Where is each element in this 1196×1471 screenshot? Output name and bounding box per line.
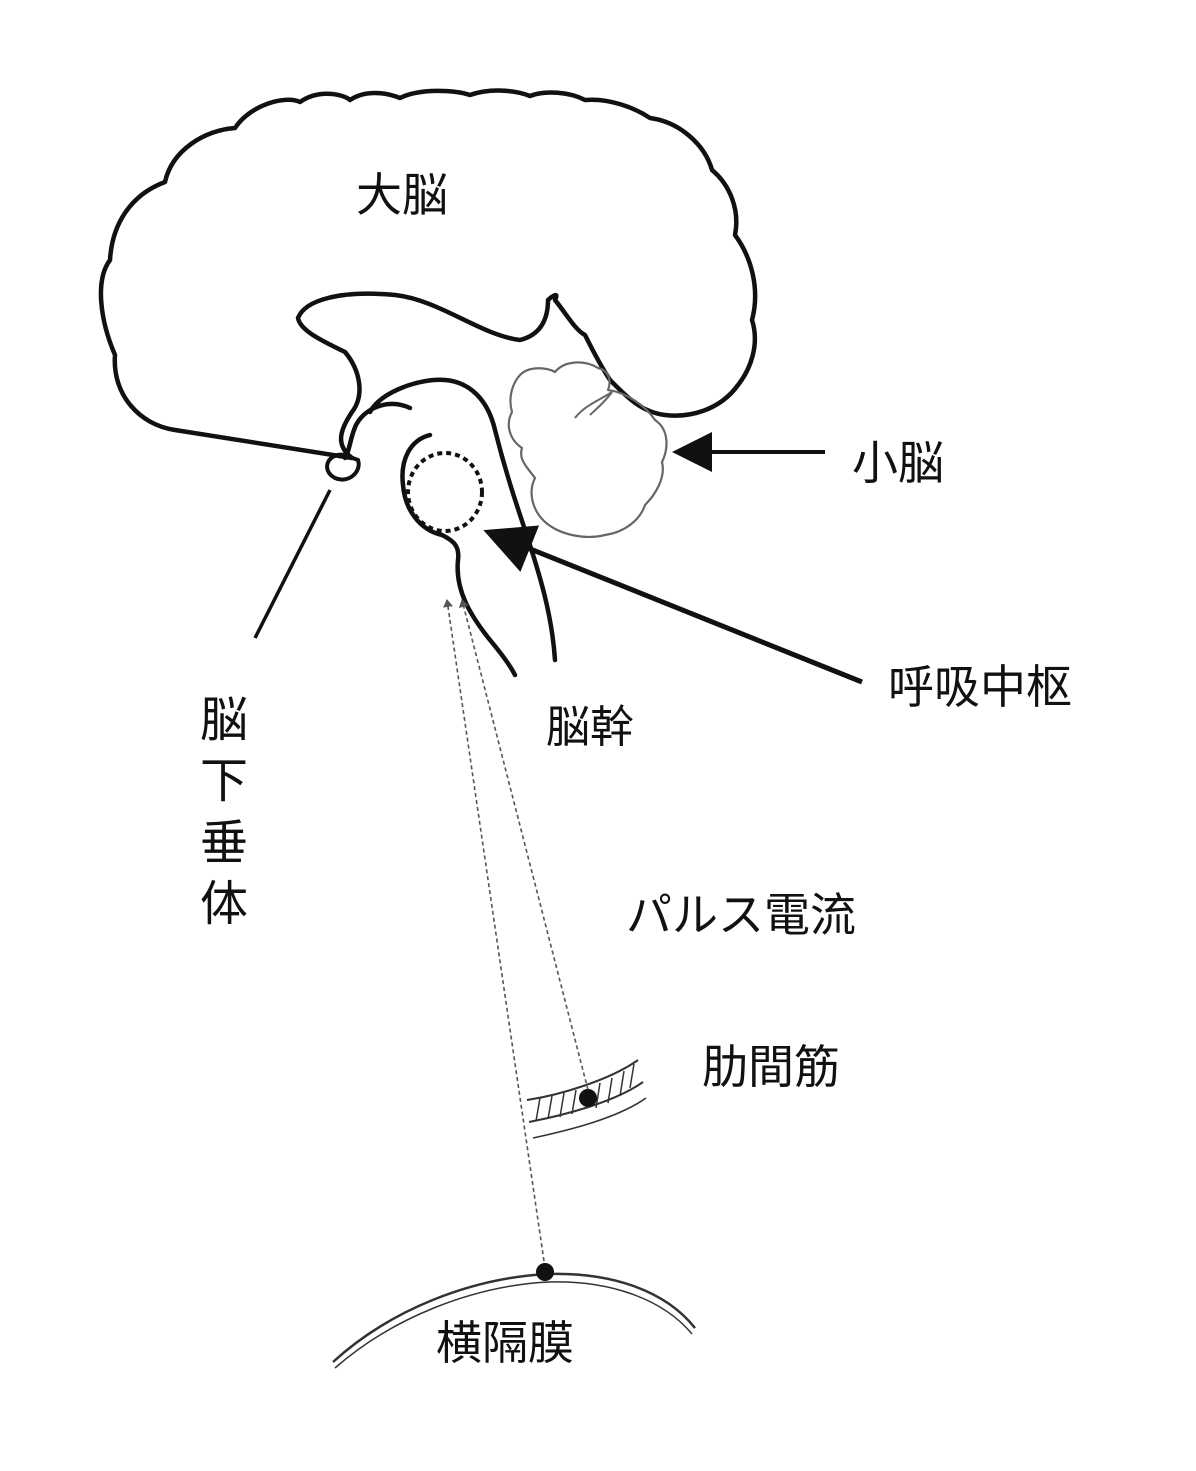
label-respiratory-center: 呼吸中枢 xyxy=(888,660,1072,714)
label-pituitary: 脳下垂体 xyxy=(199,692,248,933)
brainstem-inner xyxy=(400,432,518,678)
pituitary-stalk xyxy=(342,401,413,461)
signal-path-diaphragm xyxy=(443,599,546,1269)
intercostal-muscle-drawing xyxy=(526,1059,647,1139)
cerebrum-outline xyxy=(98,88,758,461)
label-intercostal-muscle: 肋間筋 xyxy=(702,1040,840,1094)
cerebellum-outline xyxy=(507,361,668,538)
respiratory-center-circle xyxy=(406,451,484,533)
label-cerebellum: 小脳 xyxy=(852,436,944,490)
signal-path-intercostal xyxy=(458,599,589,1091)
pituitary-leader-line xyxy=(253,489,332,639)
cerebellum-fold xyxy=(574,391,613,419)
pituitary-gland xyxy=(325,452,361,482)
label-pulse-current: パルス電流 xyxy=(626,888,856,942)
brainstem-outer xyxy=(367,377,558,663)
label-diaphragm: 横隔膜 xyxy=(436,1316,574,1370)
diaphragm-drawing xyxy=(332,1263,696,1369)
respiratory-center-arrow xyxy=(483,525,863,685)
label-cerebrum: 大脳 xyxy=(356,168,448,222)
label-brainstem: 脳幹 xyxy=(546,702,634,753)
